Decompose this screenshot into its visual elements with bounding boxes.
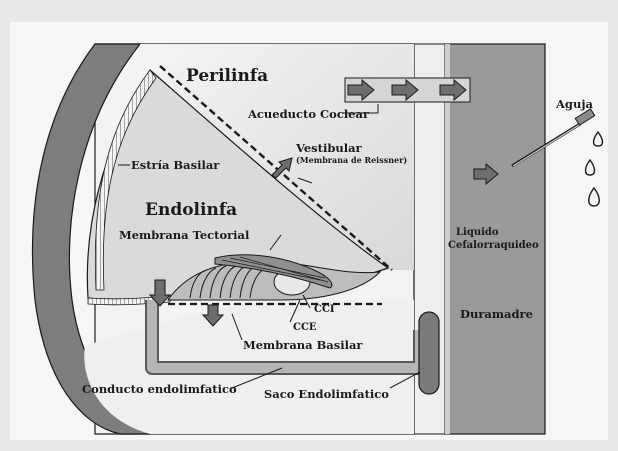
label-membrana-reissner: (Membrana de Reissner) [296, 155, 407, 165]
label-acueducto-coclear: Acueducto Coclear [247, 107, 370, 121]
label-estria-basilar: Estría Basilar [131, 158, 220, 172]
label-aguja: Aguja [555, 97, 593, 111]
label-membrana-basilar: Membrana Basilar [243, 338, 363, 352]
saco-endolinfatico [419, 312, 439, 394]
label-cci: CCI [314, 304, 335, 315]
label-membrana-tectorial: Membrana Tectorial [119, 228, 250, 242]
label-perilinfa: Perilinfa [186, 66, 268, 86]
label-duramadre: Duramadre [460, 307, 533, 321]
label-endolinfa: Endolinfa [145, 200, 237, 220]
label-vestibular: Vestibular [295, 141, 363, 155]
label-conducto-endolinfatico: Conducto endolimfatico [82, 382, 237, 396]
label-cce: CCE [293, 322, 317, 333]
label-liquido: Liquido [456, 227, 499, 238]
label-cefalorraquideo: Cefalorraquideo [448, 240, 539, 251]
label-saco-endolinfatico: Saco Endolimfatico [264, 387, 389, 401]
